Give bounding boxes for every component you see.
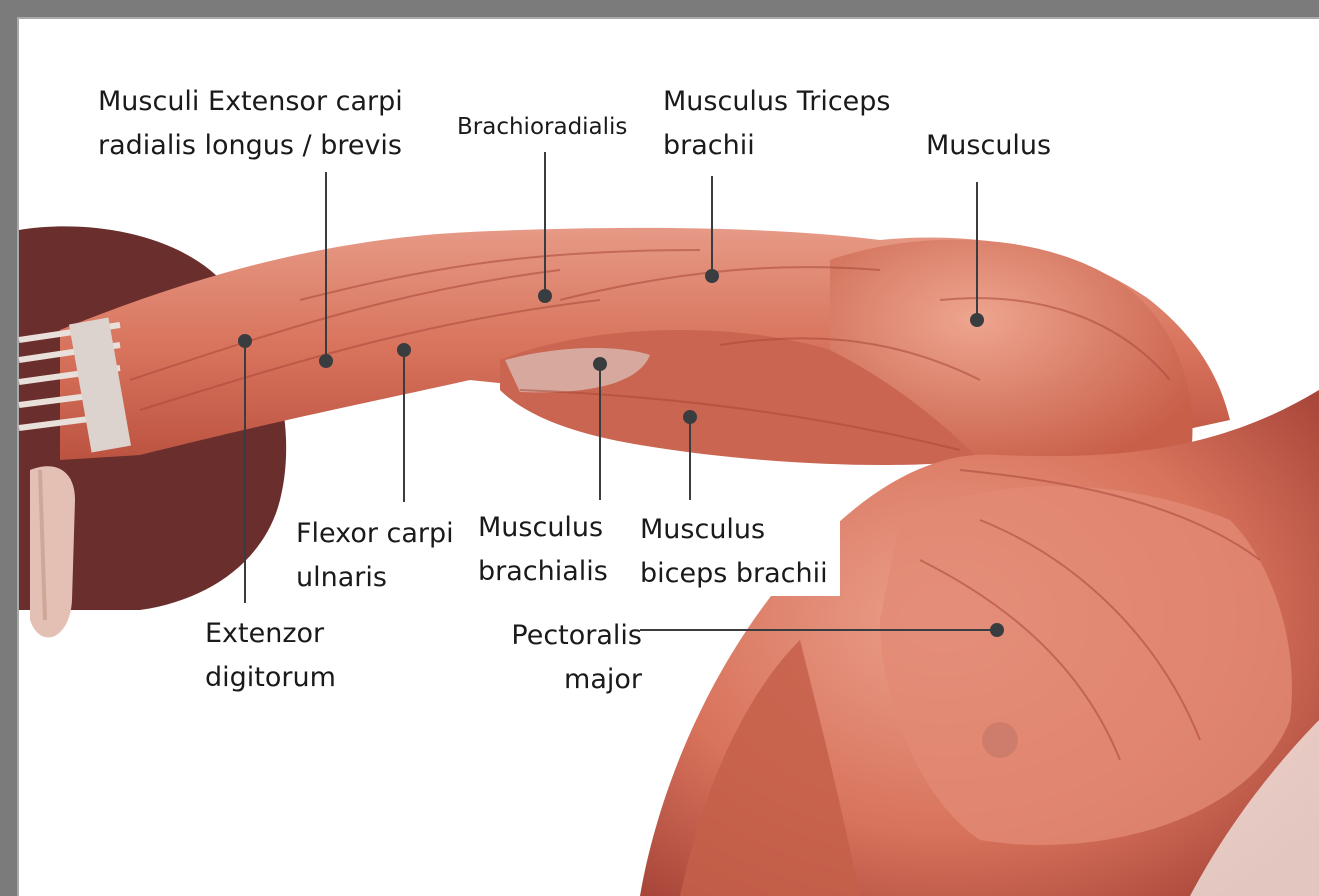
label-deltoid: Musculus: [926, 124, 1051, 168]
thumb: [30, 466, 75, 637]
dot-extensor-carpi: [319, 354, 333, 368]
nipple: [982, 722, 1018, 758]
label-biceps: Musculus biceps brachii: [636, 508, 840, 596]
dot-brachialis: [593, 357, 607, 371]
label-brachialis: Musculus brachialis: [474, 506, 622, 594]
label-brachioradialis: Brachioradialis: [457, 112, 627, 142]
dot-triceps: [705, 269, 719, 283]
label-extenzor-digitorum: Extenzor digitorum: [201, 612, 379, 700]
dot-brachioradialis: [538, 289, 552, 303]
label-pectoralis: Pectoralis major: [480, 614, 642, 702]
dot-pectoralis: [990, 623, 1004, 637]
label-flexor-carpi-ulnaris: Flexor carpi ulnaris: [296, 512, 454, 600]
dot-biceps: [683, 410, 697, 424]
label-extensor-carpi: Musculi Extensor carpi radialis longus /…: [98, 80, 403, 168]
dot-deltoid: [970, 313, 984, 327]
label-triceps: Musculus Triceps brachii: [663, 80, 890, 168]
dot-extenzor-digitorum: [238, 334, 252, 348]
dot-flexor-carpi: [397, 343, 411, 357]
